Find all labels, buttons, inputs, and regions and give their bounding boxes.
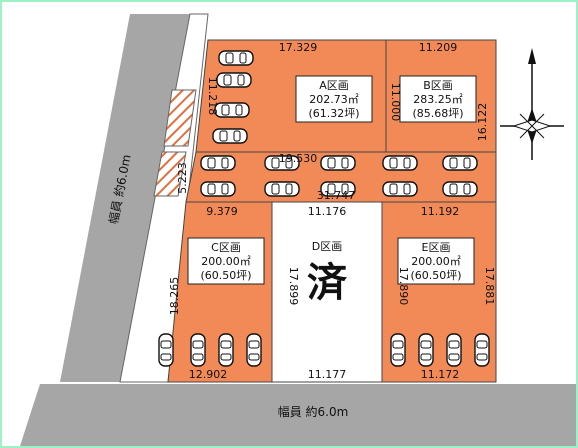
lot-a-area-m2: 202.73㎡ [309, 93, 359, 106]
dim-d-left: 17.899 [287, 267, 300, 306]
hatched-area-lower [153, 151, 187, 197]
left-road [60, 14, 190, 382]
bottom-road-label: 幅員 約6.0m [278, 404, 349, 419]
dim-c-left: 18.265 [168, 277, 181, 316]
lot-d[interactable] [271, 201, 383, 383]
lot-c-area-tsubo: (60.50坪) [200, 269, 251, 282]
north-arrow-icon [500, 48, 564, 160]
dim-c-bottom: 12.902 [189, 368, 228, 381]
lot-b-area-tsubo: (85.68坪) [412, 107, 463, 120]
lot-e-area-m2: 200.00㎡ [411, 255, 461, 268]
dim-b-left: 11.000 [389, 83, 402, 122]
lot-a-name: A区画 [319, 79, 349, 92]
lot-a-area-tsubo: (61.32坪) [308, 107, 359, 120]
dim-d-top: 11.176 [308, 205, 347, 218]
lot-a-infobox [295, 75, 373, 123]
lot-d-name: D区画 [312, 240, 342, 253]
lot-c-infobox [187, 237, 265, 285]
dim-e-right: 17.881 [483, 267, 496, 306]
lot-e-infobox [397, 237, 475, 285]
dim-drive-top: 19.530 [279, 152, 318, 165]
dim-e-left: 17.890 [397, 267, 410, 306]
lot-d-sold-mark: 済 [307, 260, 348, 306]
lot-e-area-tsubo: (60.50坪) [410, 269, 461, 282]
lot-b-area-m2: 283.25㎡ [413, 93, 463, 106]
lot-b-name: B区画 [423, 79, 453, 92]
bottom-road [20, 384, 576, 446]
dim-drive-bottom: 31.747 [317, 189, 356, 202]
lot-c-name: C区画 [211, 241, 241, 254]
dim-a-top: 17.329 [279, 41, 318, 54]
dim-a-left: 11.218 [206, 77, 219, 116]
dim-b-top: 11.209 [419, 41, 458, 54]
dim-e-top: 11.192 [421, 205, 460, 218]
lot-e-name: E区画 [422, 241, 451, 254]
dim-d-bottom: 11.177 [308, 368, 347, 381]
dim-b-right: 16.122 [476, 103, 489, 142]
hatched-area-upper [163, 89, 197, 147]
lot-b-infobox [399, 75, 477, 123]
dim-c-top: 9.379 [206, 205, 238, 218]
dim-e-bottom: 11.172 [421, 368, 460, 381]
lot-c-area-m2: 200.00㎡ [201, 255, 251, 268]
dim-drive-left: 5.223 [176, 162, 189, 194]
